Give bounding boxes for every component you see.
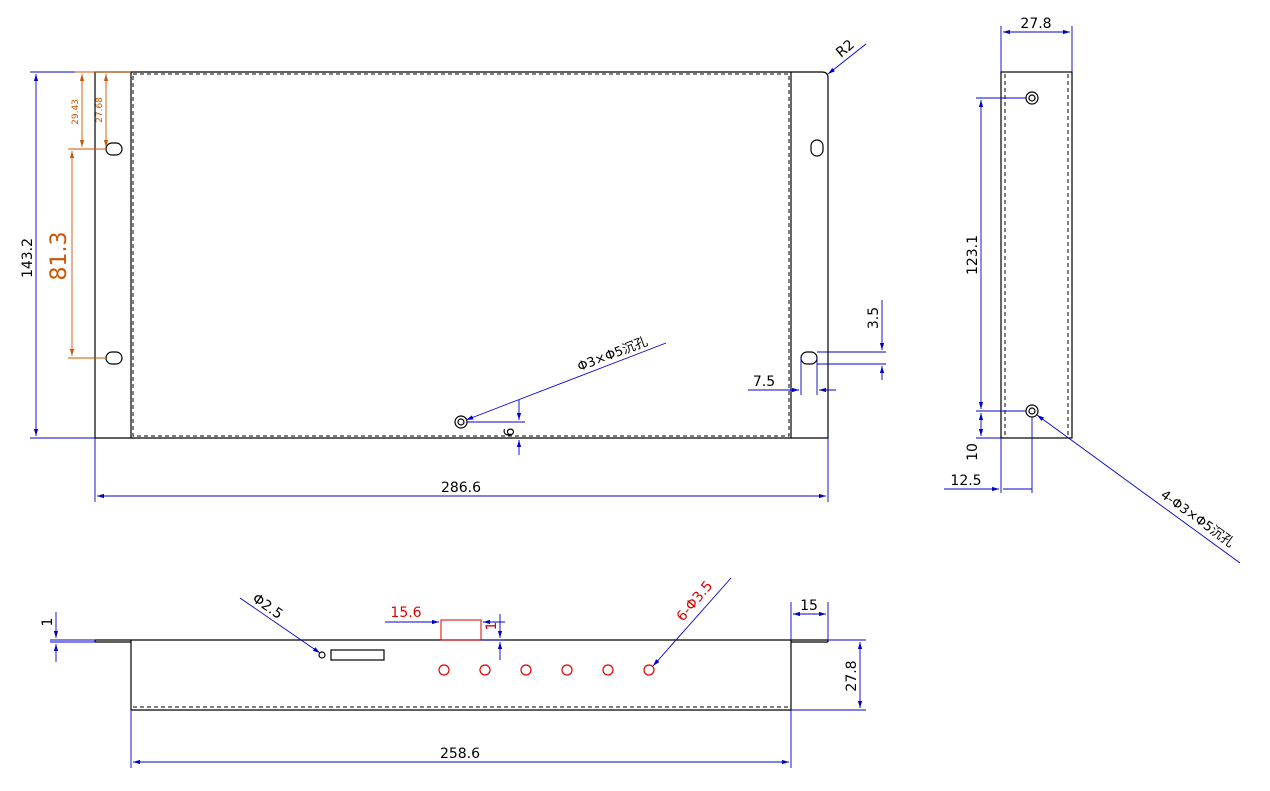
side-hole-callout: 4-Φ3×Φ5沉孔: [1158, 488, 1237, 551]
red-hole-5: [602, 664, 614, 676]
red-hole-1: [438, 664, 450, 676]
dim-inner-width: 258.6: [440, 746, 480, 762]
side-hole-top-inner: [1028, 94, 1036, 102]
slot-opening: [330, 649, 385, 661]
dim-hole-offset: 6: [502, 427, 518, 436]
countersunk-hole-outer: [454, 415, 468, 429]
red-hole-3: [520, 664, 532, 676]
dim-overall-height: 143.2: [20, 238, 36, 278]
dim-thickness: 1: [40, 618, 56, 627]
side-outline: [1000, 71, 1073, 439]
slot-right-top: [810, 139, 824, 157]
small-hole-2-5: [318, 651, 326, 659]
front-hole-callout: Φ3×Φ5沉孔: [576, 334, 650, 374]
dim-hole-bottom-offset: 10: [965, 443, 981, 461]
dim-cutout-width: 15.6: [390, 605, 421, 621]
slot-left-bottom: [105, 351, 123, 365]
red-hole-4: [561, 664, 573, 676]
dim-hole-side-offset: 12.5: [950, 473, 981, 489]
side-hole-top-outer: [1025, 91, 1039, 105]
dim-hole-pitch: 123.1: [965, 235, 981, 275]
dim-slot-height: 3.5: [866, 307, 882, 329]
side-view: 27.8 123.1 10 12.5 4-Φ3×Φ5沉孔: [944, 16, 1241, 564]
dim-slot-pitch: 81.3: [47, 232, 72, 281]
dim-side-depth: 27.8: [1020, 16, 1051, 32]
front-hidden-outline: [132, 73, 790, 437]
red-hole-6: [643, 664, 655, 676]
front-outline: [94, 71, 829, 439]
dim-flange-width: 7.5: [753, 374, 775, 390]
dim-corner-radius: R2: [833, 37, 858, 61]
side-hole-bottom-inner: [1028, 407, 1036, 415]
cutout-notch: [440, 619, 482, 641]
red-hole-2: [479, 664, 491, 676]
dim-cutout-depth: 1: [484, 622, 500, 631]
dim-flange-length: 15: [800, 598, 818, 614]
dim-slot-offset-a: 29.43: [71, 99, 81, 125]
dim-overall-width: 286.6: [441, 480, 481, 496]
bottom-view: 1 Φ2.5 15.6 1 6-Φ3.5 15 27.8 258.6: [40, 577, 866, 768]
front-view: 143.2 81.3 29.43 27.68 R2 3.5 7.5 6 Φ: [20, 37, 886, 502]
slot-right-bottom: [800, 351, 818, 365]
dim-bottom-depth: 27.8: [844, 660, 860, 691]
side-hole-bottom-outer: [1025, 404, 1039, 418]
countersunk-hole-inner: [457, 418, 465, 426]
dim-small-hole: Φ2.5: [249, 591, 285, 623]
dim-slot-offset-b: 27.68: [95, 97, 105, 123]
slot-left-top: [105, 142, 123, 156]
